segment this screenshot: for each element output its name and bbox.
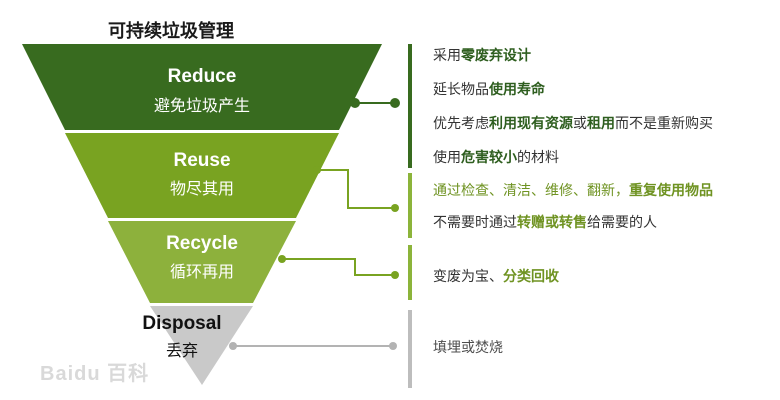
- reduce-desc-4: 使用危害较小的材料: [433, 150, 559, 166]
- disposal-desc-1: 填埋或焚烧: [433, 340, 503, 356]
- recycle-connector: [278, 255, 399, 279]
- reduce-band: [22, 44, 382, 130]
- reuse-sublabel: 物尽其用: [169, 179, 234, 198]
- recycle-desc-1: 变废为宝、分类回收: [433, 269, 559, 285]
- reduce-bracket: [408, 44, 412, 168]
- diagram-title: 可持续垃圾管理: [108, 21, 234, 42]
- disposal-label: Disposal: [142, 313, 222, 334]
- recycle-band: [108, 221, 296, 303]
- reduce-desc-3: 优先考虑利用现有资源或租用而不是重新购买: [433, 116, 713, 132]
- reuse-desc-1: 通过检查、清洁、维修、翻新，重复使用物品: [433, 183, 713, 199]
- disposal-connector: [229, 342, 397, 350]
- reduce-label: Reduce: [167, 66, 237, 87]
- reuse-band: [65, 133, 339, 218]
- reduce-desc-1: 采用零废弃设计: [433, 48, 531, 64]
- baidu-watermark: Baidu 百科: [40, 363, 150, 385]
- recycle-bracket: [408, 245, 412, 300]
- reuse-desc-2: 不需要时通过转赠或转售给需要的人: [433, 215, 657, 231]
- recycle-sublabel: 循环再用: [169, 262, 234, 281]
- recycle-label: Recycle: [166, 233, 238, 254]
- reduce-connector: [350, 98, 400, 108]
- disposal-tip: [150, 306, 253, 385]
- disposal-sublabel: 丢弃: [165, 341, 198, 360]
- reduce-desc-2: 延长物品使用寿命: [433, 82, 545, 98]
- reuse-bracket: [408, 173, 412, 238]
- reduce-sublabel: 避免垃圾产生: [153, 96, 250, 115]
- reuse-label: Reuse: [173, 150, 231, 171]
- reuse-connector: [313, 166, 399, 212]
- disposal-bracket: [408, 310, 412, 388]
